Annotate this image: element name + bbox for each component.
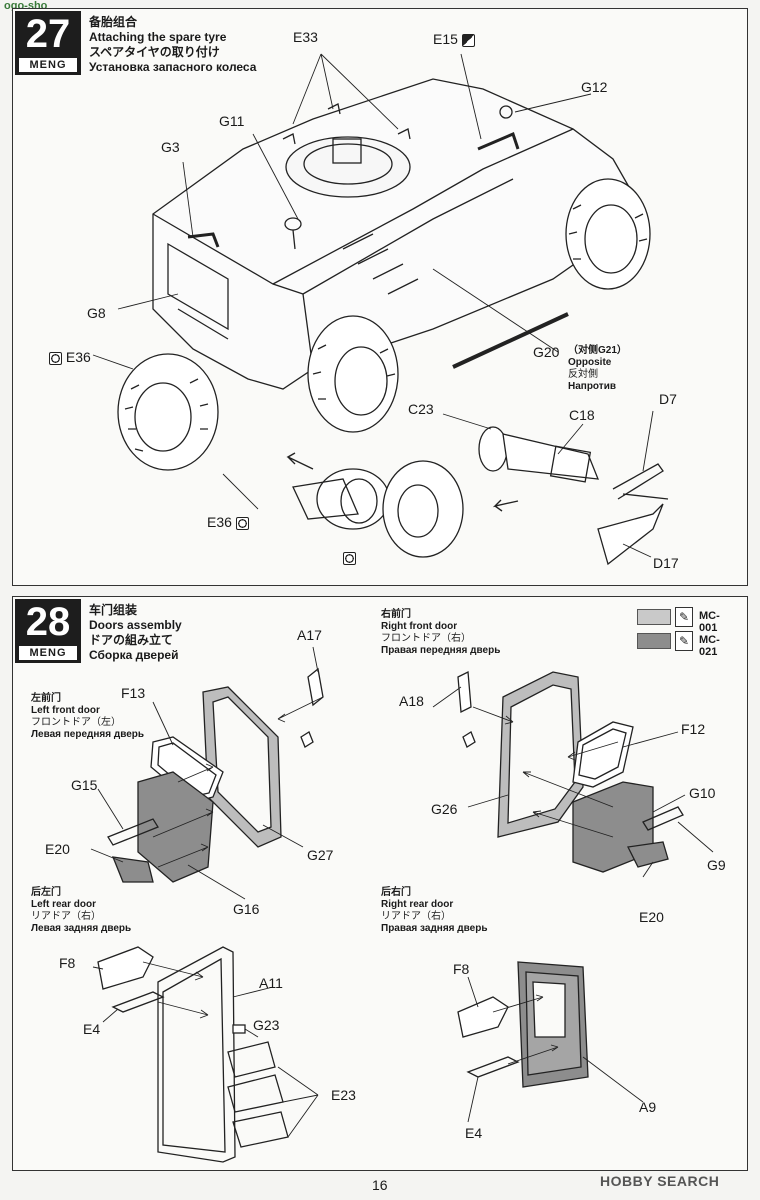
step-28-badge: 28 MENG (15, 599, 81, 663)
title-en: Attaching the spare tyre (89, 30, 227, 44)
doors-assembly-drawing (90, 646, 714, 1163)
caption-jp: フロントドア（左） (31, 717, 121, 728)
paint-swatch-dark (637, 633, 671, 649)
label-A11: A11 (259, 975, 283, 991)
step-28-title: 车门组装 Doors assembly ドアの組み立て Сборка двере… (89, 603, 182, 663)
caption-jp: リアドア（右） (381, 911, 451, 922)
label-C18: C18 (569, 407, 595, 423)
paint-code: MC-001 (699, 610, 720, 634)
step-27-panel: 27 MENG 备胎组合 Attaching the spare tyre スペ… (12, 8, 748, 586)
title-ru: Сборка дверей (89, 648, 179, 662)
label-G3: G3 (161, 139, 180, 155)
step-27-badge: 27 MENG (15, 11, 81, 75)
caption-cn: 后左门 (31, 887, 61, 898)
label-E36b-text: E36 (207, 514, 232, 530)
meng-logo: MENG (19, 58, 77, 72)
title-jp: ドアの組み立て (89, 633, 174, 647)
caption-cn: 左前门 (31, 693, 61, 704)
label-G12: G12 (581, 79, 608, 95)
vehicle-assembly-drawing (92, 53, 669, 566)
label-E33: E33 (293, 29, 318, 45)
label-F13: F13 (121, 685, 146, 701)
opposite-note: （对侧G21） Opposite 反対側 Напротив (568, 345, 627, 393)
step-number: 27 (25, 12, 71, 56)
left-front-door-caption: 左前门 Left front door フロントドア（左） Левая пере… (31, 693, 144, 741)
title-jp: スペアタイヤの取り付け (89, 45, 220, 59)
label-E20-left: E20 (45, 841, 70, 857)
right-front-door-caption: 右前门 Right front door フロントドア（右） Правая пе… (381, 609, 500, 657)
step-number: 28 (25, 600, 71, 644)
step-27-title: 备胎组合 Attaching the spare tyre スペアタイヤの取り付… (89, 15, 256, 75)
label-F12: F12 (681, 721, 706, 737)
caption-ru: Правая передняя дверь (381, 645, 501, 656)
label-E20-right: E20 (639, 909, 664, 925)
label-F8-left: F8 (59, 955, 76, 971)
label-A9: A9 (639, 1099, 657, 1115)
label-G11: G11 (219, 113, 245, 129)
hobby-search-watermark: HOBBY SEARCH (600, 1173, 720, 1189)
label-D17: D17 (653, 555, 679, 571)
label-E36-bottom: E36 (207, 514, 249, 530)
paint-code: MC-021 (699, 634, 720, 658)
label-E15: E15 (433, 31, 475, 47)
page-number: 16 (372, 1177, 388, 1193)
title-cn: 备胎组合 (89, 15, 138, 29)
title-en: Doors assembly (89, 618, 182, 632)
opposite-ru: Напротив (568, 381, 616, 392)
opposite-cn: （对侧G21） (568, 345, 627, 356)
step-28-panel: 28 MENG 车门组装 Doors assembly ドアの組み立て Сбор… (12, 596, 748, 1171)
label-E4-left: E4 (83, 1021, 101, 1037)
caption-ru: Левая задняя дверь (31, 923, 132, 934)
label-D7: D7 (659, 391, 677, 407)
label-G27: G27 (307, 847, 334, 863)
no-glue-icon (461, 33, 475, 47)
label-E36-text: E36 (65, 349, 91, 365)
opposite-jp: 反対側 (568, 369, 598, 380)
label-G20: G20 (533, 344, 560, 360)
label-G9: G9 (707, 857, 726, 873)
left-rear-door-caption: 后左门 Left rear door リアドア（右） Левая задняя … (31, 887, 131, 935)
caption-ru: Левая передняя дверь (31, 729, 145, 740)
brush-icon: ✎ (675, 607, 693, 627)
caption-jp: フロントドア（右） (381, 633, 471, 644)
brush-icon: ✎ (675, 631, 693, 651)
caption-jp: リアドア（右） (31, 911, 101, 922)
caption-en: Left rear door (31, 899, 97, 910)
label-E15-text: E15 (433, 31, 458, 47)
label-A18: A18 (399, 693, 424, 709)
no-glue-icon (343, 551, 356, 565)
label-F8-right: F8 (453, 961, 470, 977)
label-G10: G10 (689, 785, 716, 801)
meng-logo: MENG (19, 646, 77, 660)
title-cn: 车门组装 (89, 603, 138, 617)
opposite-en: Opposite (568, 357, 612, 368)
no-glue-marker (343, 549, 356, 565)
right-rear-door-caption: 后右门 Right rear door リアドア（右） Правая задня… (381, 887, 487, 935)
label-A17: A17 (297, 627, 322, 643)
label-G23: G23 (253, 1017, 280, 1033)
no-glue-icon (49, 351, 62, 365)
paint-swatch-light (637, 609, 671, 625)
label-E36-top: E36 (49, 349, 91, 365)
label-G15: G15 (71, 777, 98, 793)
no-glue-icon (235, 516, 249, 530)
caption-en: Left front door (31, 705, 100, 716)
title-ru: Установка запасного колеса (89, 60, 257, 74)
caption-ru: Правая задняя дверь (381, 923, 488, 934)
caption-en: Right rear door (381, 899, 454, 910)
caption-cn: 右前门 (381, 609, 411, 620)
label-G26: G26 (431, 801, 458, 817)
label-E4-right: E4 (465, 1125, 483, 1141)
caption-en: Right front door (381, 621, 458, 632)
label-G16: G16 (233, 901, 260, 917)
label-C23: C23 (408, 401, 434, 417)
label-E23: E23 (331, 1087, 356, 1103)
caption-cn: 后右门 (381, 887, 411, 898)
label-G8: G8 (87, 305, 106, 321)
